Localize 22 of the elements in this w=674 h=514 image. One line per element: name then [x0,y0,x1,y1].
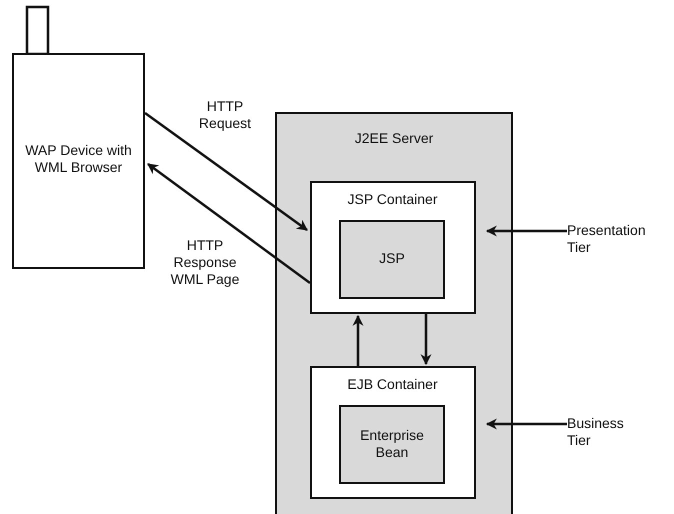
tier-label: Business Tier [567,415,625,449]
arrow [420,314,432,366]
component-box [339,405,445,484]
edge-label: HTTP Response WML Page [170,237,240,288]
server-panel [275,112,513,514]
component-box [339,220,445,299]
tier-label: Presentation Tier [567,222,647,256]
container-box [310,180,476,314]
box-label: JSP Container [346,190,438,208]
arrow [486,226,567,236]
edge-label: HTTP Request [198,98,252,132]
box-label: EJB Container [346,376,439,392]
container-box [310,366,476,498]
arrow [352,314,364,366]
arrow [486,418,567,430]
box-label: J2EE Server [354,130,434,147]
arrow [144,112,308,232]
box-label: Enterprise Bean [359,427,425,461]
box-label: JSP [378,250,406,267]
box-label: WAP Device with WML Browser [24,142,133,176]
arrow [147,163,311,284]
device-box [12,53,145,269]
